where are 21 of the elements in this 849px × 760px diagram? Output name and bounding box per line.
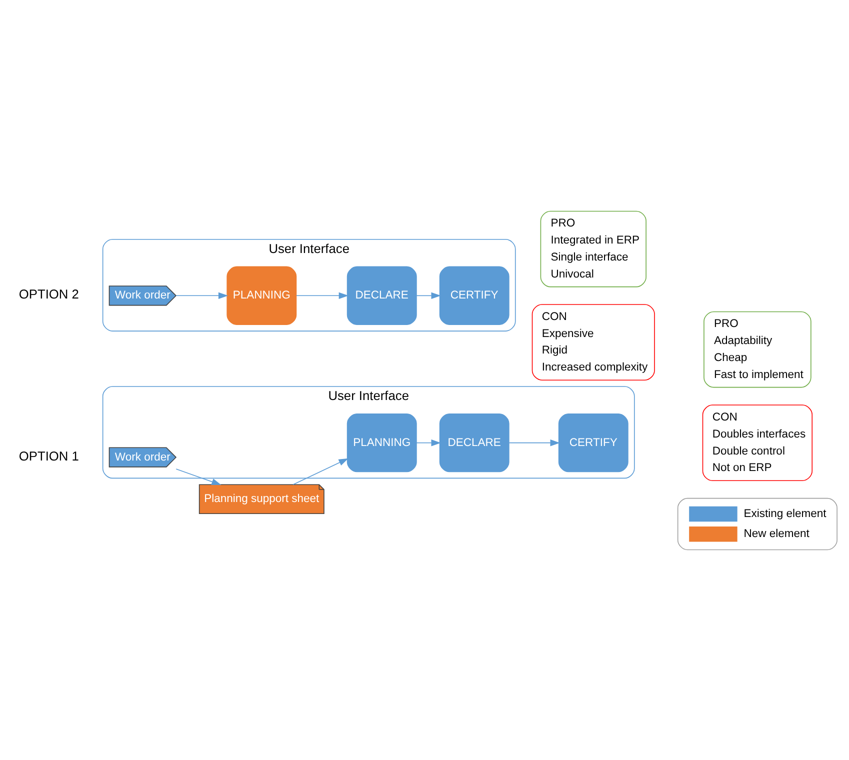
node-box: CERTIFY (439, 266, 510, 325)
node-box: PLANNING (346, 412, 417, 472)
arrow (508, 438, 560, 446)
node-box: DECLARE (346, 266, 417, 325)
arrow (176, 292, 228, 299)
legend-label: Existing element (744, 507, 826, 520)
node-box: CON Expensive Rigid Increased complexity (532, 304, 655, 380)
node-box: PLANNING (226, 266, 297, 325)
node-box: PRO Integrated in ERP Single interface Univocal (540, 210, 646, 287)
node-box: PRO Adaptability Cheap Fast to implement (704, 310, 812, 388)
node-box: CON Doubles interfaces Double control Not on ERP (702, 404, 813, 481)
arrow (292, 458, 348, 485)
arrow (416, 438, 441, 446)
label: OPTION 2 (18, 286, 79, 302)
node-box: DECLARE (439, 412, 510, 472)
arrow (416, 292, 441, 299)
legend-label: New element (744, 528, 810, 540)
arrow (296, 292, 348, 299)
label: OPTION 1 (18, 448, 79, 463)
node-box: CERTIFY (558, 412, 628, 472)
arrow (176, 468, 222, 485)
